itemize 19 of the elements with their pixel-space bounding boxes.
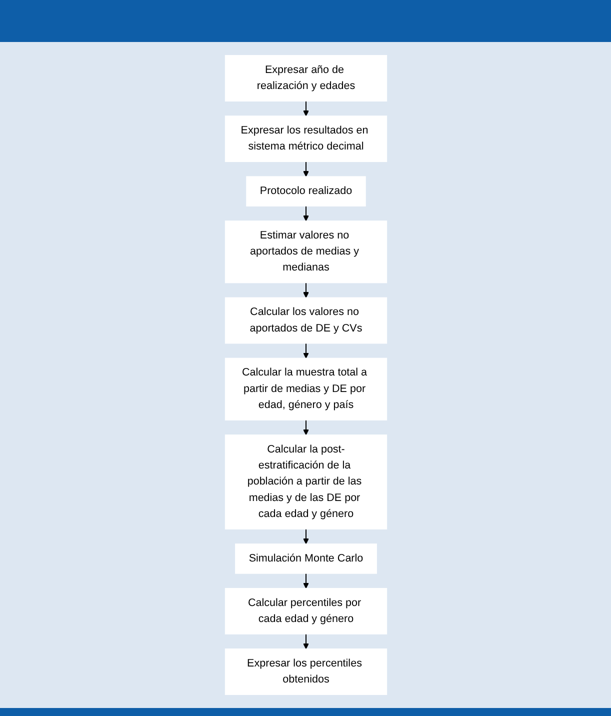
arrow — [302, 162, 308, 177]
arrow — [302, 529, 308, 544]
node-box: Protocolo realizado — [246, 176, 366, 206]
node-box: Expresar los percentiles obtenidos — [224, 648, 387, 695]
node-box: Calcular los valores no aportados de DE y CVs — [224, 297, 387, 344]
node-box: Calcular percentiles por cada edad y género — [224, 588, 387, 634]
node-box: Calcular la muestra total a partir de medias y DE por edad, género y país — [224, 358, 387, 420]
arrow — [302, 206, 308, 222]
arrow — [302, 101, 308, 116]
arrow — [302, 420, 308, 436]
node-box: Simulación Monte Carlo — [234, 544, 376, 574]
arrow — [302, 343, 308, 358]
node-box: Expresar los resultados en sistema métrico decimal — [224, 116, 387, 162]
node-box: Calcular la post-estratificación de la población a partir de las medias y de las DE por cada edad y género — [224, 434, 387, 530]
node-box: Expresar año de realización y edades — [224, 55, 387, 102]
arrow — [302, 282, 308, 298]
arrow — [302, 634, 308, 650]
node-box: Estimar valores no aportados de medias y medianas — [224, 220, 387, 284]
arrow — [302, 574, 308, 589]
